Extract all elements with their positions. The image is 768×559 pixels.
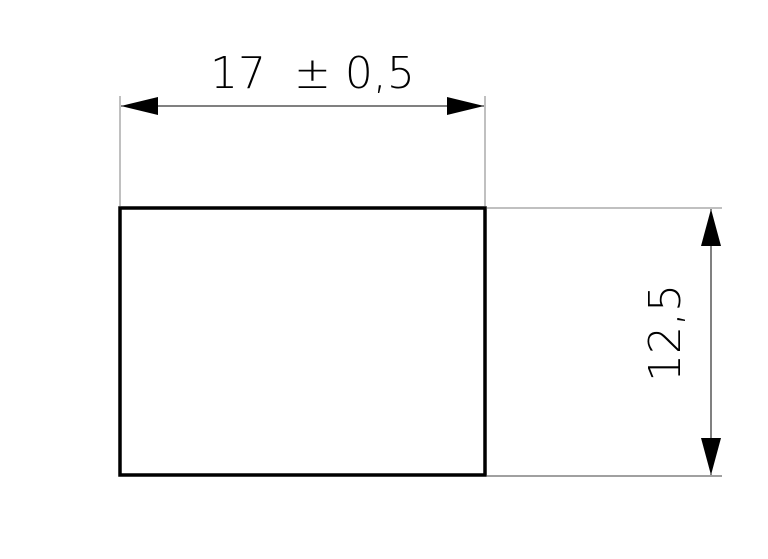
width-tolerance-text: ± 0,5: [294, 48, 415, 99]
width-nominal-text: 17: [210, 48, 266, 99]
part-outline: [118, 206, 487, 477]
height-nominal-text: 12,5: [640, 284, 691, 382]
arrowhead-left-icon: [121, 97, 158, 115]
arrowhead-down-icon: [701, 438, 721, 475]
arrowhead-up-icon: [701, 209, 721, 246]
arrowhead-right-icon: [447, 97, 484, 115]
